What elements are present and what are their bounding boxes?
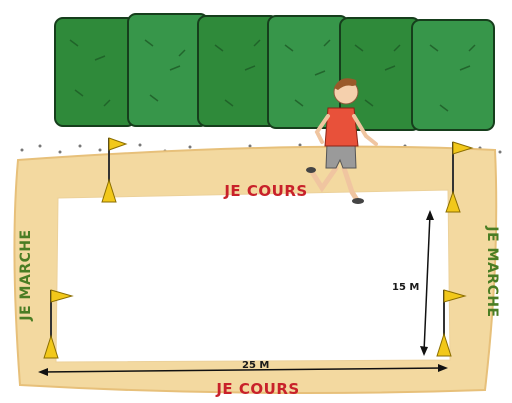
- hedge: [55, 14, 494, 130]
- bush-1: [55, 18, 135, 126]
- label-bottom: JE COURS: [215, 380, 299, 398]
- bush-6: [412, 20, 494, 130]
- label-top: JE COURS: [223, 182, 307, 200]
- label-left: JE MARCHE: [18, 229, 34, 321]
- height-label: 15 M: [392, 282, 419, 293]
- bush-2: [128, 14, 208, 126]
- track-inner: [56, 190, 450, 362]
- bush-3: [198, 16, 278, 126]
- width-label: 25 M: [242, 360, 269, 371]
- label-right: JE MARCHE: [484, 225, 500, 317]
